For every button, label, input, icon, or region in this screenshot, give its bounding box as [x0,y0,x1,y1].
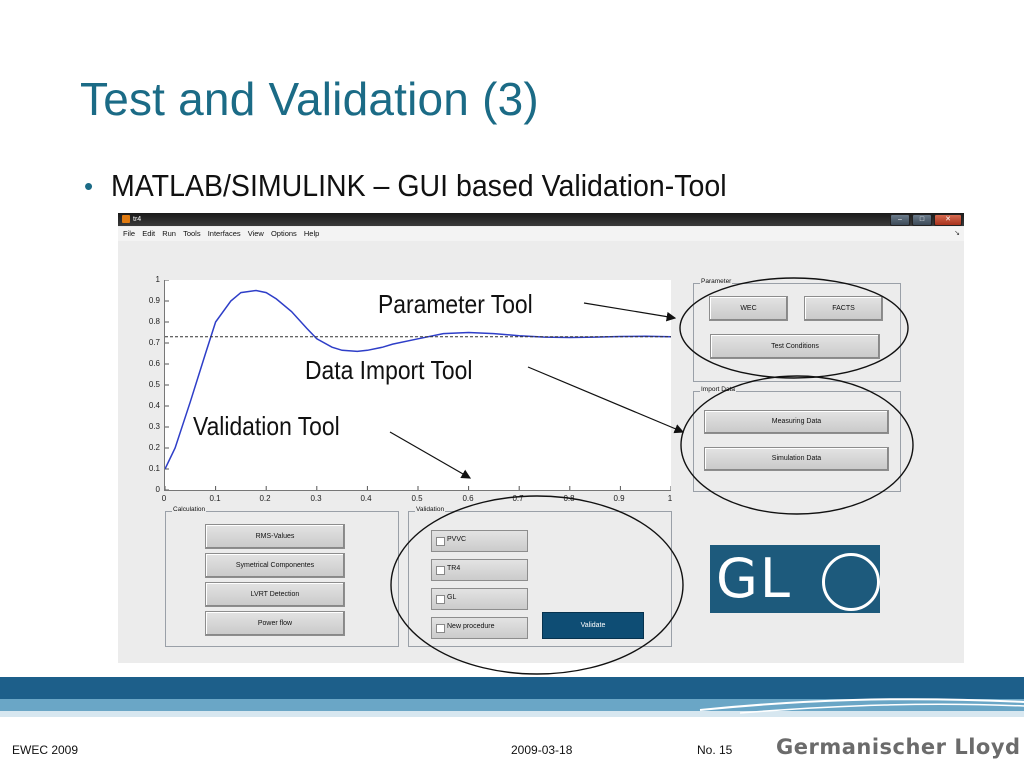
checkbox-icon[interactable] [436,595,445,604]
checkbox-icon[interactable] [436,537,445,546]
footer-date: 2009-03-18 [511,743,573,757]
matlab-icon [122,215,130,223]
panel-label: Calculation [172,506,207,513]
lvrt-detection-button[interactable]: LVRT Detection [205,582,345,607]
panel-label: Import Data [700,386,736,393]
plot-canvas [165,280,671,490]
checkbox-icon[interactable] [436,624,445,633]
test-conditions-button[interactable]: Test Conditions [710,334,880,359]
x-tick-label: 0.6 [462,494,474,503]
x-tick-label: 0.2 [259,494,271,503]
checkbox-label: PVVC [447,536,467,543]
window-titlebar[interactable]: tr4 – □ ✕ [118,213,964,226]
checkbox-icon[interactable] [436,566,445,575]
y-tick-label: 0.7 [148,338,160,347]
panel-label: Validation [415,506,446,513]
gl-seal-icon [822,553,880,611]
new-procedure-checkbox[interactable]: New procedure [431,617,528,639]
callout-data-import-tool: Data Import Tool [305,355,473,385]
menu-view[interactable]: View [247,229,264,238]
bullet-text: MATLAB/SIMULINK – GUI based Validation-T… [111,168,727,203]
gl-checkbox[interactable]: GL [431,588,528,610]
window-title: tr4 [133,216,142,223]
measuring-data-button[interactable]: Measuring Data [704,410,889,434]
bullet-icon: • [84,171,94,201]
facts-button[interactable]: FACTS [804,296,883,321]
y-tick-label: 0.6 [148,359,160,368]
menu-run[interactable]: Run [162,229,176,238]
footer-band-light [0,699,1024,711]
rms-values-button[interactable]: RMS-Values [205,524,345,549]
footer-band-dark [0,677,1024,699]
footer-brand: Germanischer Lloyd [776,735,1021,759]
import-data-panel: Import Data Measuring Data Simulation Da… [693,386,901,492]
footer-page-number: No. 15 [697,743,733,757]
slide-title: Test and Validation (3) [80,73,539,125]
checkbox-label: New procedure [447,623,495,630]
wec-button[interactable]: WEC [709,296,788,321]
simulation-data-button[interactable]: Simulation Data [704,447,889,471]
gl-logo-text: GL [716,547,792,610]
y-tick-label: 0.1 [148,464,160,473]
y-tick-label: 0.4 [148,401,160,410]
checkbox-label: GL [447,594,457,601]
validation-panel: Validation PVVC TR4 GL New procedure Val… [408,506,672,647]
menu-tools[interactable]: Tools [183,229,201,238]
close-icon[interactable]: ✕ [934,214,962,226]
validate-button[interactable]: Validate [542,612,644,639]
panel-label: Parameter [700,278,733,285]
y-tick-label: 1 [155,275,160,284]
power-flow-button[interactable]: Power flow [205,611,345,636]
maximize-icon[interactable]: □ [912,214,932,226]
pvvc-checkbox[interactable]: PVVC [431,530,528,552]
dock-arrow-icon[interactable]: ↘ [954,230,960,237]
calculation-panel: Calculation RMS-Values Symetrical Compon… [165,506,399,647]
footer-band-pale [0,711,1024,717]
x-tick-label: 0.4 [360,494,372,503]
y-tick-label: 0.2 [148,443,160,452]
menu-interfaces[interactable]: Interfaces [207,229,241,238]
x-tick-label: 0 [161,494,167,503]
y-tick-label: 0.9 [148,296,160,305]
x-tick-label: 0.8 [563,494,575,503]
footer-event: EWEC 2009 [12,743,79,757]
y-tick-label: 0 [155,485,160,494]
checkbox-label: TR4 [447,565,461,572]
tr4-checkbox[interactable]: TR4 [431,559,528,581]
menu-bar: File Edit Run Tools Interfaces View Opti… [118,227,964,241]
x-tick-label: 0.9 [613,494,625,503]
x-tick-label: 0.3 [310,494,322,503]
minimize-icon[interactable]: – [890,214,910,226]
menu-file[interactable]: File [123,229,136,238]
gl-logo: GL [710,545,880,613]
callout-validation-tool: Validation Tool [193,411,340,441]
parameter-panel: Parameter WEC FACTS Test Conditions [693,278,901,382]
y-tick-label: 0.3 [148,422,160,431]
y-tick-label: 0.8 [148,317,160,326]
x-tick-label: 0.1 [209,494,221,503]
response-curve [165,289,671,470]
bullet-item: • MATLAB/SIMULINK – GUI based Validation… [84,168,780,204]
x-tick-label: 1 [667,494,673,503]
callout-parameter-tool: Parameter Tool [378,289,533,319]
menu-edit[interactable]: Edit [142,229,156,238]
x-tick-label: 0.7 [512,494,524,503]
x-tick-label: 0.5 [411,494,423,503]
menu-options[interactable]: Options [270,229,297,238]
y-tick-label: 0.5 [148,380,160,389]
symmetrical-components-button[interactable]: Symetrical Componentes [205,553,345,578]
menu-help[interactable]: Help [303,229,320,238]
